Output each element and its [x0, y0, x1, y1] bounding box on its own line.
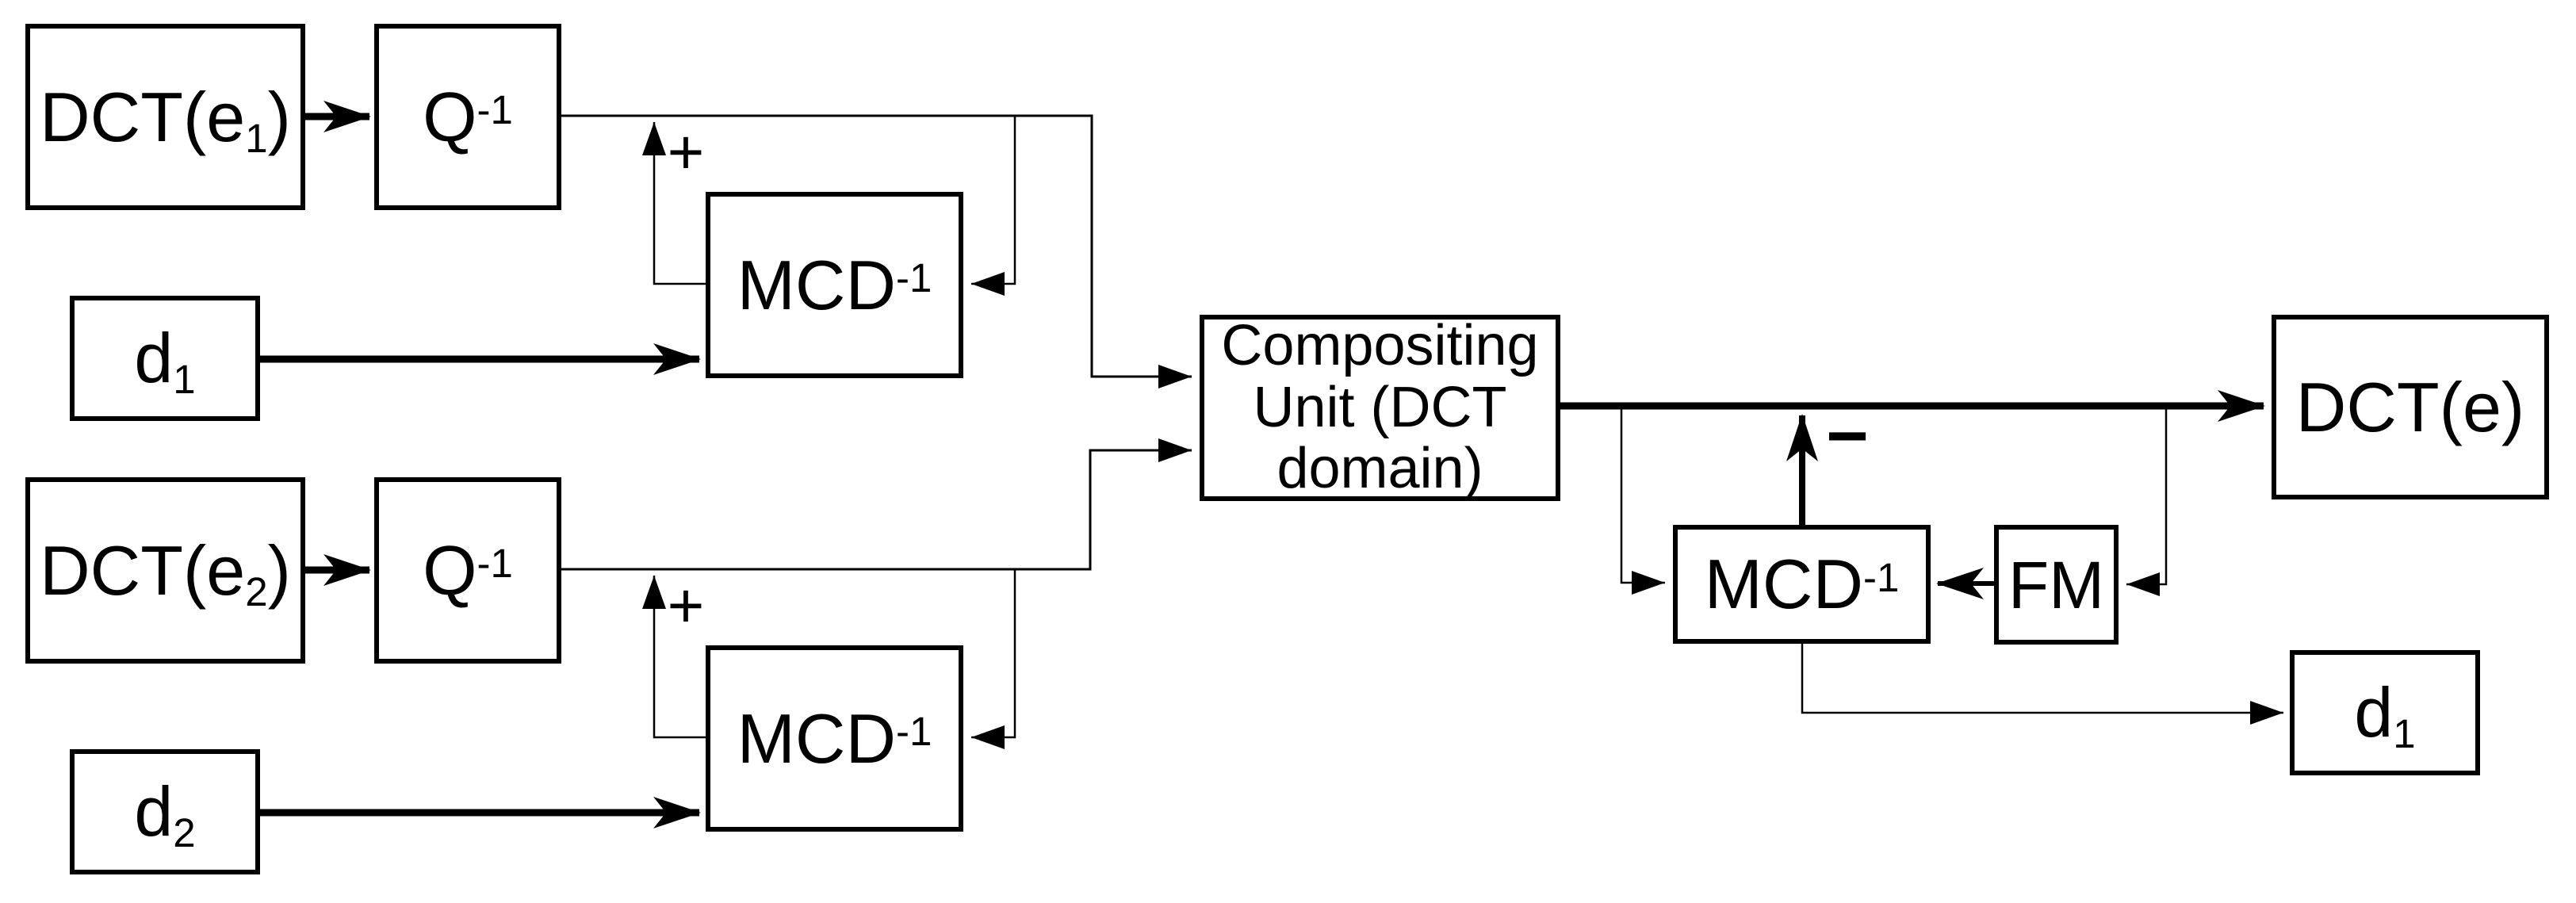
wire-mcd2-feedback-plus — [642, 576, 706, 739]
box-dct-e-label: DCT(e) — [2295, 367, 2525, 446]
plus-sign-top: + — [667, 117, 705, 187]
box-fm: FM — [1994, 525, 2119, 645]
box-mcd-inverse-2: MCD-1 — [706, 645, 963, 832]
box-d1-left-label: d1 — [134, 319, 196, 403]
box-compositing-unit: Compositing Unit (DCT domain) — [1200, 315, 1560, 501]
wire-mcd3-to-d1-right — [1801, 644, 2283, 725]
wire-q1-to-compositing — [561, 114, 1192, 388]
wire-output-to-mcd3-left — [1620, 406, 1665, 595]
box-dct-e1: DCT(e1) — [25, 24, 305, 210]
box-q-inverse-1: Q-1 — [374, 24, 561, 210]
box-compositing-unit-label: Compositing Unit (DCT domain) — [1221, 313, 1539, 501]
box-d1-left: d1 — [70, 296, 260, 421]
box-mcd-inverse-1-label: MCD-1 — [737, 245, 932, 324]
box-q-inverse-1-label: Q-1 — [423, 77, 513, 156]
box-q-inverse-2-label: Q-1 — [423, 530, 513, 610]
box-dct-e2-label: DCT(e2) — [40, 530, 291, 614]
box-d2-label: d2 — [134, 772, 196, 856]
box-d2: d2 — [70, 749, 260, 874]
box-d1-right-label: d1 — [2354, 673, 2416, 757]
wire-output-to-fm — [2126, 406, 2168, 596]
plus-sign-bottom: + — [667, 570, 705, 641]
wire-mcd1-feedback-plus — [642, 122, 706, 285]
box-mcd-inverse-1: MCD-1 — [706, 192, 963, 378]
box-dct-e2: DCT(e2) — [25, 477, 305, 664]
box-fm-label: FM — [2008, 547, 2105, 622]
box-q-inverse-2: Q-1 — [374, 477, 561, 664]
minus-sign: − — [1826, 396, 1869, 476]
wire-branch-to-mcd2-right — [971, 569, 1016, 749]
box-mcd-inverse-3-label: MCD-1 — [1704, 545, 1900, 623]
box-dct-e1-label: DCT(e1) — [40, 77, 291, 161]
box-mcd-inverse-3: MCD-1 — [1673, 525, 1931, 644]
wire-q2-to-compositing — [561, 438, 1192, 571]
box-mcd-inverse-2-label: MCD-1 — [737, 698, 932, 778]
wire-branch-to-mcd1-right — [971, 116, 1016, 296]
box-dct-e: DCT(e) — [2272, 315, 2549, 499]
box-d1-right: d1 — [2290, 650, 2480, 775]
